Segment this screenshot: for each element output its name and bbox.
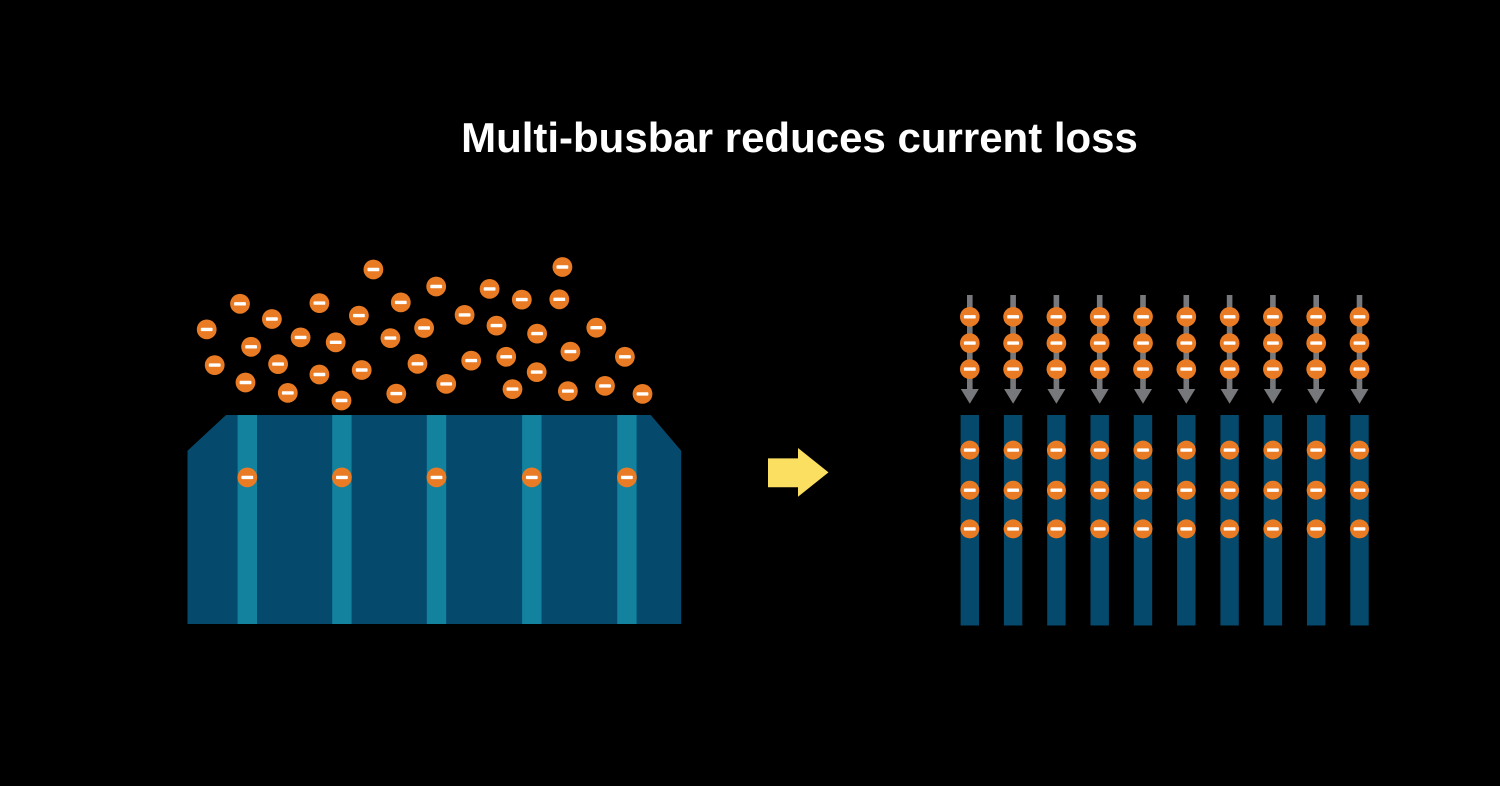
svg-text:Multi-busbar reduces current l: Multi-busbar reduces current loss [461, 114, 1138, 161]
